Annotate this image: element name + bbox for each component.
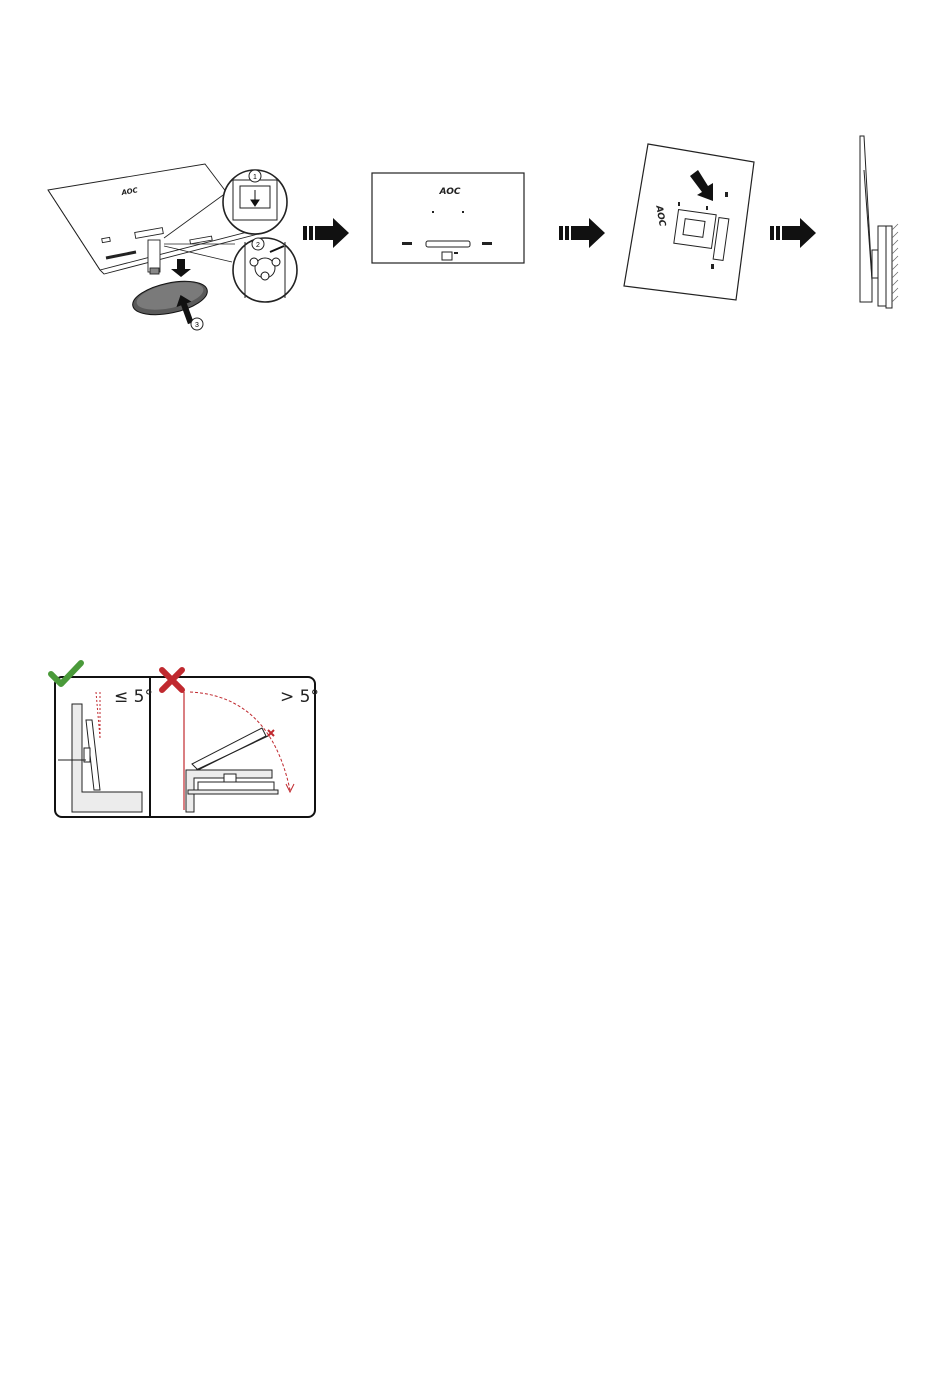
check-icon (48, 660, 84, 688)
zoom-detail-bottom (233, 238, 297, 302)
cross-icon (158, 666, 186, 694)
screw-icon (250, 258, 258, 266)
step-attach-bracket: AOC (618, 136, 758, 304)
stand-base (130, 275, 211, 320)
callout-3: 3 (195, 322, 199, 329)
callout-2: 2 (256, 242, 260, 249)
tilt-ok-label: ≤ 5° (114, 689, 153, 706)
wall (886, 226, 892, 308)
brand-logo-step2: AOC (439, 187, 461, 197)
vesa-bracket (674, 210, 716, 249)
arrow-right-icon (303, 218, 349, 248)
callout-1: 1 (253, 174, 257, 181)
tilt-bad-label: > 5° (280, 689, 319, 706)
arrow-right-icon (770, 218, 816, 248)
arrow-down-icon (171, 259, 191, 277)
step-mounted-side (850, 130, 910, 312)
arrow-right-icon (559, 218, 605, 248)
step-back-cover: AOC (370, 170, 528, 266)
screw-icon (725, 192, 728, 197)
stand-neck (148, 240, 160, 274)
step-remove-stand: AOC 1 2 3 (40, 150, 300, 340)
